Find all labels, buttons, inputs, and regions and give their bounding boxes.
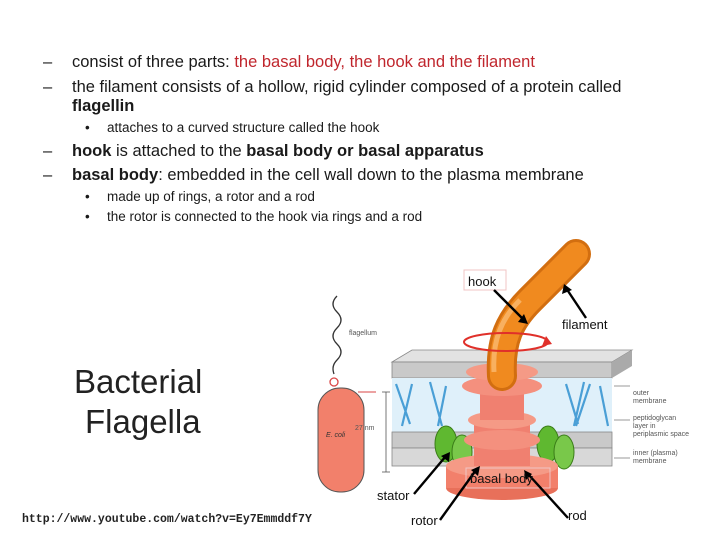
- label-hook: hook: [468, 274, 497, 289]
- sub-bullet-hook-attach: •attaches to a curved structure called t…: [85, 120, 380, 135]
- hook-label-box: [463, 269, 507, 291]
- label-stator: stator: [377, 488, 410, 503]
- pointer-arrowheads: [441, 284, 572, 480]
- rotation-arrow: [463, 332, 552, 352]
- sub-bullet-rings: •made up of rings, a rotor and a rod: [85, 189, 315, 204]
- label-ecoli: E. coli: [326, 432, 346, 439]
- basal-body-label-box: [465, 467, 551, 489]
- label-inner-membrane: inner (plasma) membrane: [633, 450, 678, 465]
- bullet-basal-body: – basal body: embedded in the cell wall …: [43, 166, 584, 184]
- ecoli-cell-illustration: [317, 295, 390, 493]
- label-flagellum-small: flagellum: [349, 330, 378, 337]
- hook-and-filament: [486, 239, 591, 391]
- label-peptidoglycan: peptidoglycan layer in periplasmic space: [633, 415, 690, 438]
- bullet-three-parts: – consist of three parts: the basal body…: [43, 53, 535, 71]
- label-scale: 27 nm: [355, 425, 375, 432]
- sub-bullet-rotor: •the rotor is connected to the hook via …: [85, 209, 423, 224]
- bullet-filament: – the filament consists of a hollow, rig…: [43, 78, 622, 96]
- label-filament: filament: [562, 317, 608, 332]
- label-rod: rod: [568, 508, 587, 523]
- label-basal-body: basal body: [470, 471, 533, 486]
- label-outer-membrane: outer membrane: [633, 390, 667, 405]
- bullet-filament-cont: flagellin: [72, 97, 135, 115]
- label-rotor: rotor: [411, 513, 438, 528]
- pointer-lines: [413, 287, 587, 521]
- bullet-hook: – hook is attached to the basal body or …: [43, 142, 484, 160]
- youtube-link[interactable]: http://www.youtube.com/watch?v=Ey7Emmddf…: [22, 513, 312, 526]
- slide-title: Bacterial Flagella: [74, 363, 203, 440]
